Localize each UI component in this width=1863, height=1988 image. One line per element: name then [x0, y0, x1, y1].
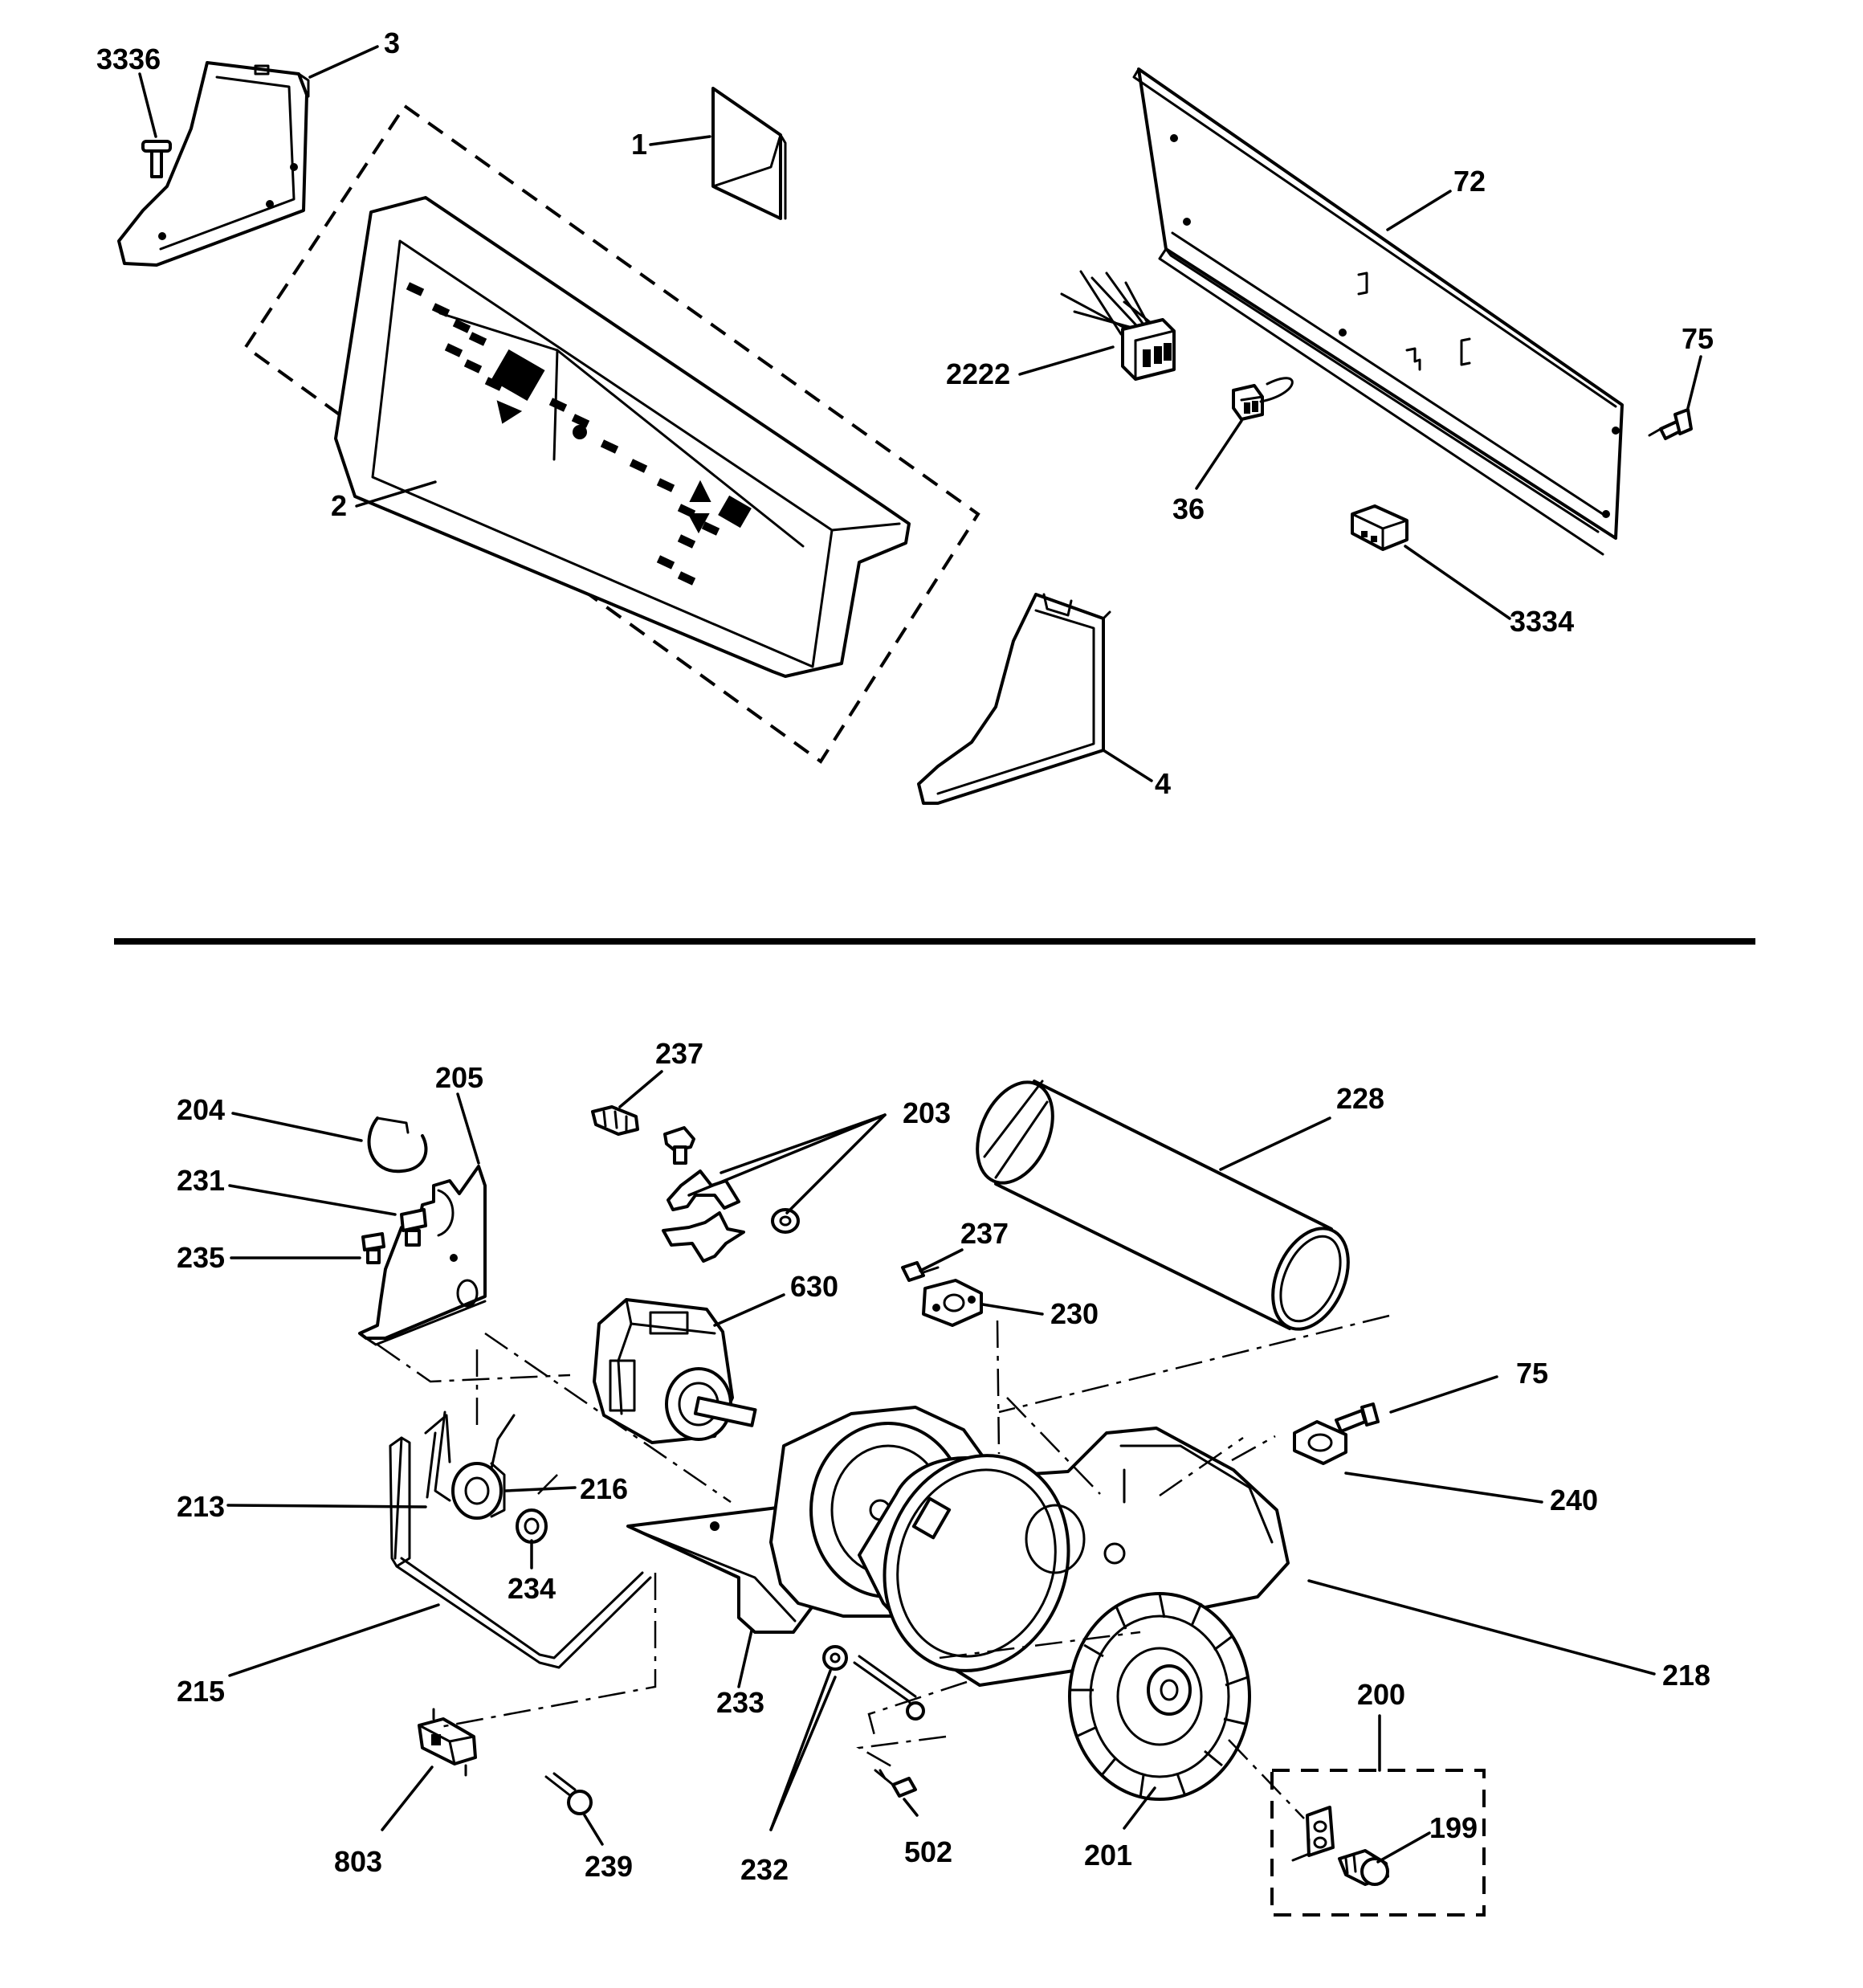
callout-72: 72	[1453, 165, 1486, 198]
callout-228: 228	[1336, 1082, 1384, 1115]
screw-237-right-part	[901, 1261, 940, 1282]
callout-237-right: 237	[960, 1217, 1009, 1250]
connector-36-part	[1232, 377, 1294, 421]
switch-803-part	[418, 1708, 477, 1777]
callout-204: 204	[177, 1093, 225, 1126]
screw-239-part	[544, 1772, 593, 1815]
blower-housing-218-part	[769, 1406, 1290, 1687]
idler-pulley-216-part	[424, 1410, 516, 1520]
callout-3: 3	[384, 27, 400, 59]
callout-216: 216	[580, 1472, 628, 1505]
callout-234: 234	[508, 1572, 556, 1605]
callout-201: 201	[1084, 1839, 1132, 1872]
endcap-left-part	[117, 61, 310, 267]
blower-wheel-201-part	[1068, 1592, 1251, 1801]
idler-washer-234-part	[516, 1508, 548, 1544]
callout-230: 230	[1050, 1297, 1099, 1330]
terminal-block-part	[1351, 504, 1408, 551]
control-panel-part	[243, 104, 980, 764]
wire-clip-204-part	[367, 1116, 428, 1174]
callout-235: 235	[177, 1241, 225, 1274]
callout-3334: 3334	[1510, 605, 1574, 638]
literature-part	[711, 87, 787, 220]
leader-lines	[138, 45, 1702, 1863]
idler-arm-213-part	[389, 1436, 411, 1568]
callout-237-top: 237	[655, 1037, 703, 1070]
screw-231-part	[400, 1208, 427, 1247]
screw-75-lower-part	[1335, 1402, 1380, 1433]
section-divider	[114, 938, 1755, 945]
callout-200: 200	[1357, 1678, 1405, 1711]
callout-36: 36	[1172, 492, 1205, 525]
callout-239: 239	[585, 1850, 633, 1883]
spring-rod-215-part	[395, 1557, 652, 1669]
callout-205: 205	[435, 1061, 483, 1094]
bolt-199-part	[1338, 1849, 1389, 1886]
screw-3336-part	[141, 140, 172, 178]
callout-203: 203	[903, 1096, 951, 1129]
callout-75-upper: 75	[1682, 322, 1714, 355]
callout-233: 233	[716, 1686, 764, 1719]
duct-228-part	[976, 1080, 1350, 1331]
callout-labels: 3336 3 1 72 2222 75 36 2 3334 4 237 205 …	[96, 27, 1714, 1886]
callout-4: 4	[1155, 767, 1171, 800]
clamp-kit-200-part	[1270, 1769, 1486, 1917]
callout-231: 231	[177, 1164, 225, 1197]
callout-213: 213	[177, 1490, 225, 1523]
screw-75-upper-part	[1648, 408, 1693, 440]
callout-218: 218	[1662, 1659, 1710, 1692]
panel-buttons	[406, 282, 720, 586]
washer-bolt-232-part	[822, 1645, 925, 1721]
callout-2: 2	[331, 489, 347, 522]
callout-232: 232	[740, 1853, 789, 1886]
screw-235-part	[361, 1232, 385, 1264]
motor-630-part	[593, 1298, 757, 1444]
wire-harness-part	[1060, 270, 1176, 381]
callout-803: 803	[334, 1845, 382, 1878]
callout-1: 1	[631, 128, 647, 161]
screw-237-top-part	[591, 1105, 639, 1136]
thermostat-230-part	[922, 1279, 983, 1327]
assembly-lines	[377, 1314, 1390, 1819]
bearing-203-part	[662, 1126, 800, 1263]
callout-2222: 2222	[946, 357, 1010, 390]
callout-199: 199	[1429, 1811, 1478, 1844]
callout-630: 630	[790, 1270, 838, 1303]
callout-3336: 3336	[96, 43, 161, 76]
endcap-right-part	[917, 593, 1111, 805]
callout-240: 240	[1550, 1484, 1598, 1517]
callout-75-lower: 75	[1516, 1357, 1548, 1390]
callout-502: 502	[904, 1835, 952, 1868]
callout-215: 215	[177, 1675, 225, 1708]
screw-502-part	[874, 1769, 917, 1798]
thermal-fuse-240-part	[1293, 1420, 1347, 1465]
back-panel-part	[1132, 67, 1624, 556]
